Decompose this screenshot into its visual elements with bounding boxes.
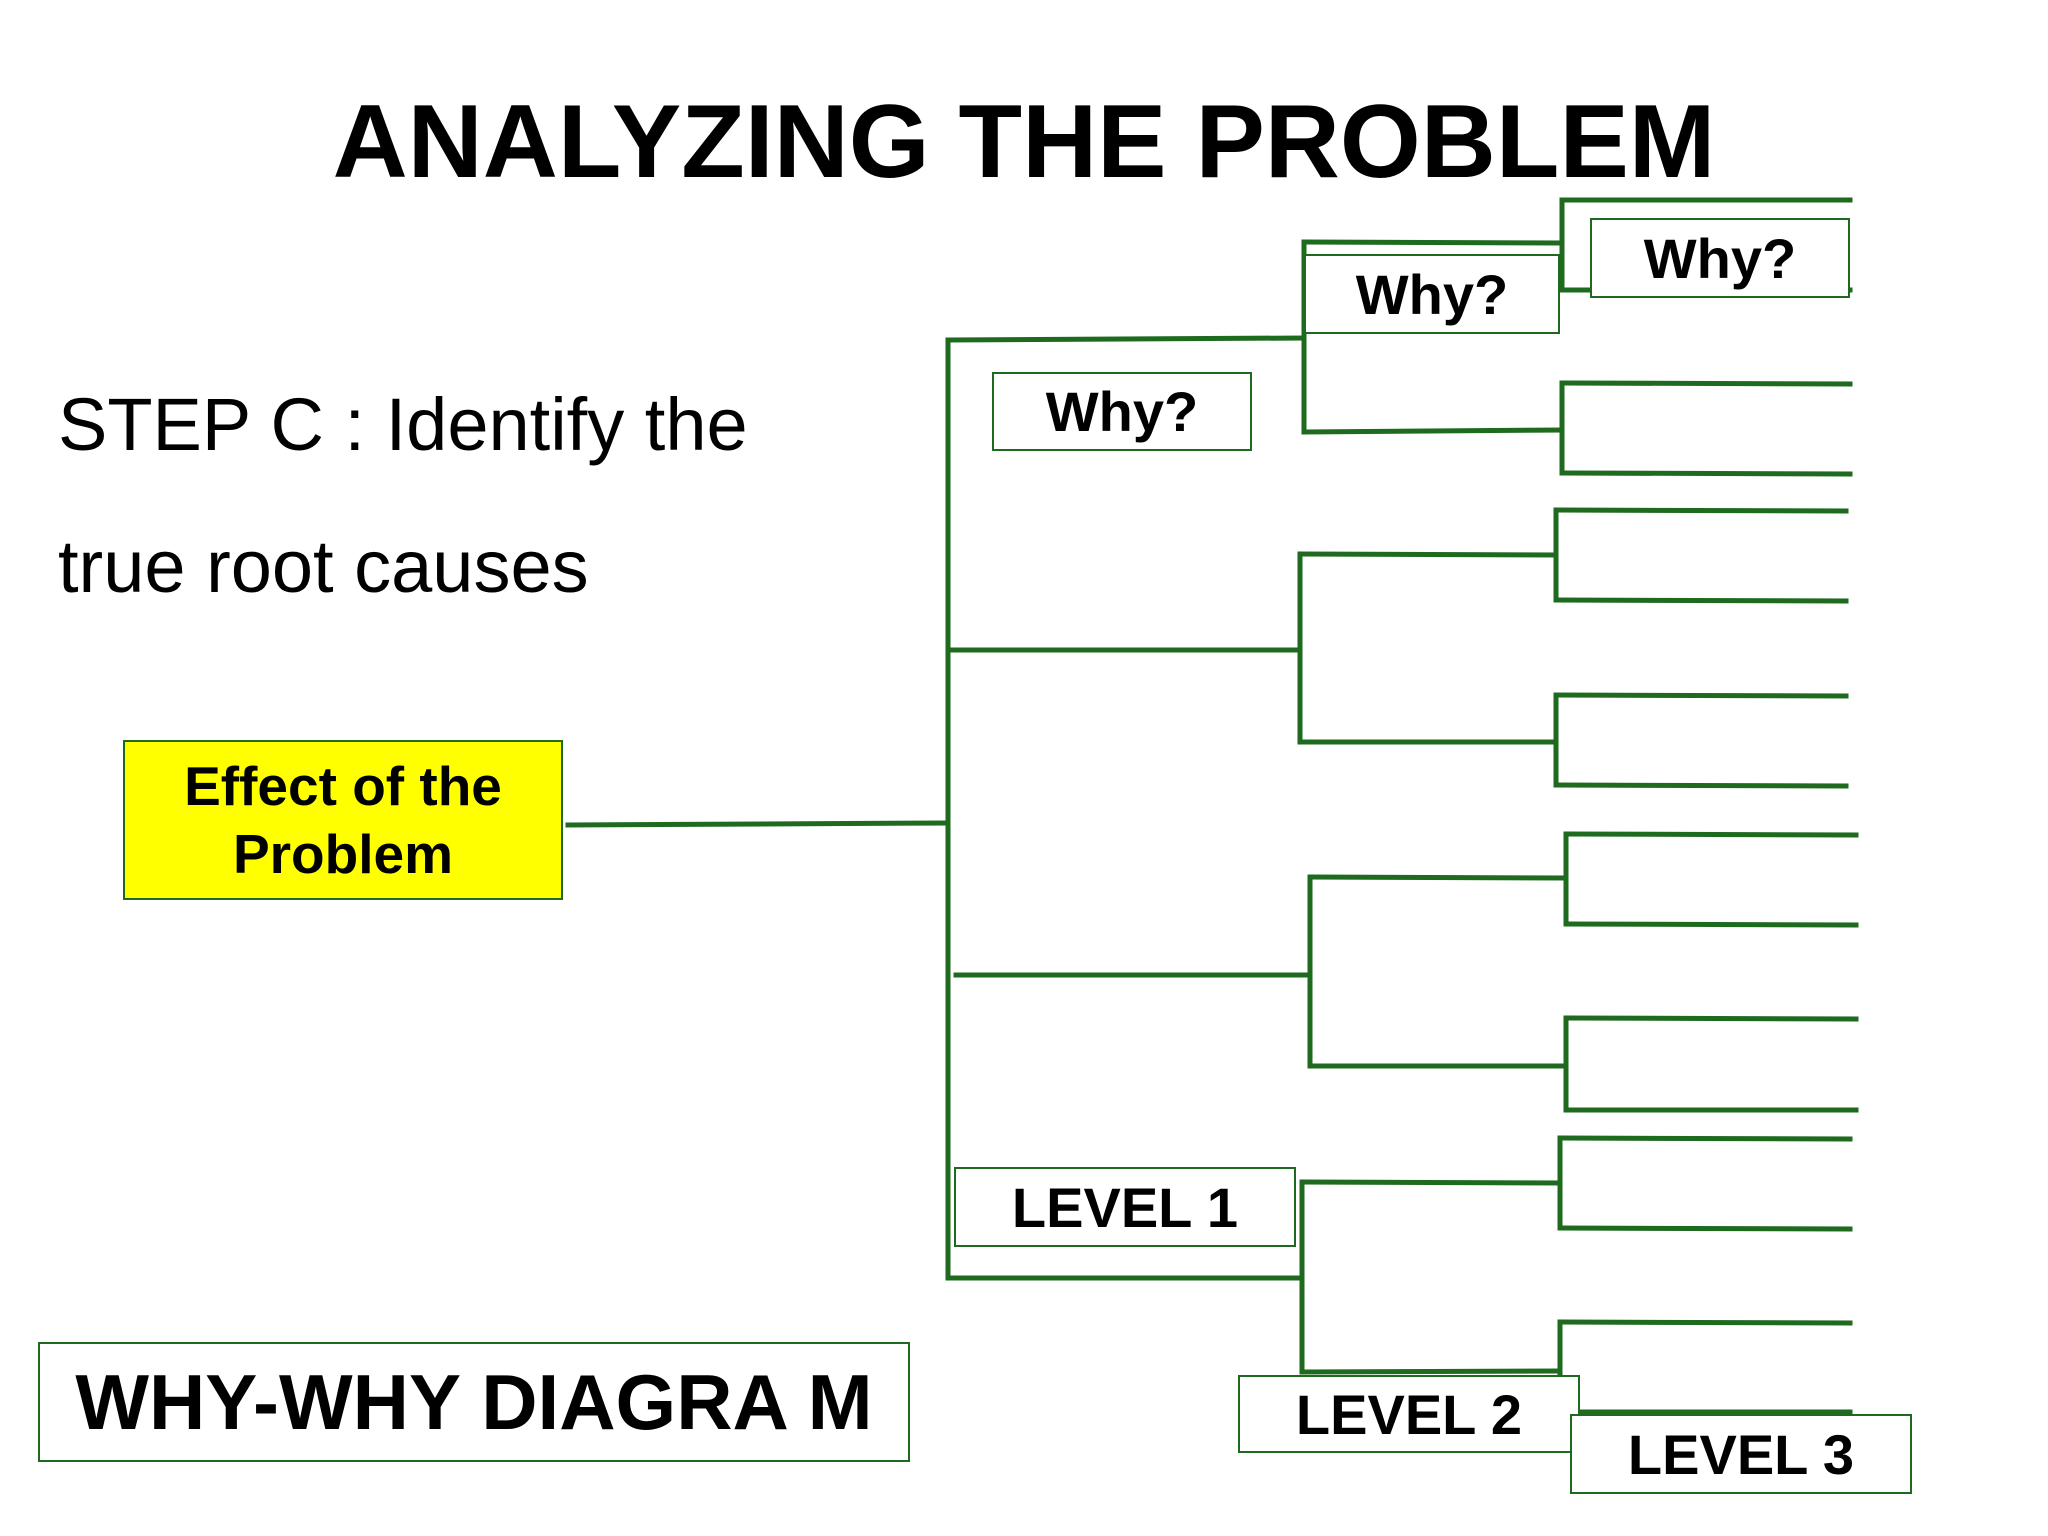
level-2-branch-1a [1301, 239, 1565, 246]
why-label-level-3: Why? [1590, 218, 1850, 298]
level-3-leaf-8a [1557, 1319, 1853, 1326]
step-text-line-1: STEP C : Identify the [58, 383, 748, 466]
level-3-label: LEVEL 3 [1570, 1414, 1912, 1494]
level-2-branch-4b [1299, 1368, 1563, 1375]
level-2-branch-1b [1301, 427, 1565, 435]
diagram-name-label: WHY-WHY DIAGRA M [38, 1342, 910, 1462]
level-2-branch-4a [1299, 1179, 1563, 1186]
level-3-leaf-7a [1557, 1135, 1853, 1142]
level-3-leaf-5b [1563, 921, 1859, 928]
slide-title: ANALYZING THE PROBLEM [332, 84, 1716, 200]
why-label-level-1: Why? [992, 372, 1252, 451]
level-1-branch-1 [945, 335, 1307, 343]
step-text-line-2: true root causes [58, 525, 589, 608]
level-2-label: LEVEL 2 [1238, 1375, 1580, 1453]
level-3-leaf-2a [1559, 380, 1853, 387]
level-2-branch-2a [1297, 551, 1559, 558]
root-connector [565, 820, 951, 828]
level-3-leaf-4a [1553, 692, 1849, 699]
level-2-branch-3a [1307, 874, 1569, 881]
level-3-leaf-3a [1553, 507, 1849, 514]
level-3-leaf-5a [1563, 831, 1859, 838]
level-3-leaf-6a [1563, 1015, 1859, 1022]
level-1-label: LEVEL 1 [954, 1167, 1296, 1247]
why-label-level-2: Why? [1304, 254, 1560, 334]
level-3-leaf-7b [1557, 1225, 1853, 1232]
level-3-leaf-4b [1553, 782, 1849, 789]
level-3-leaf-3b [1553, 597, 1849, 604]
level-3-leaf-2b [1559, 470, 1853, 477]
effect-of-problem-box: Effect of the Problem [123, 740, 563, 900]
